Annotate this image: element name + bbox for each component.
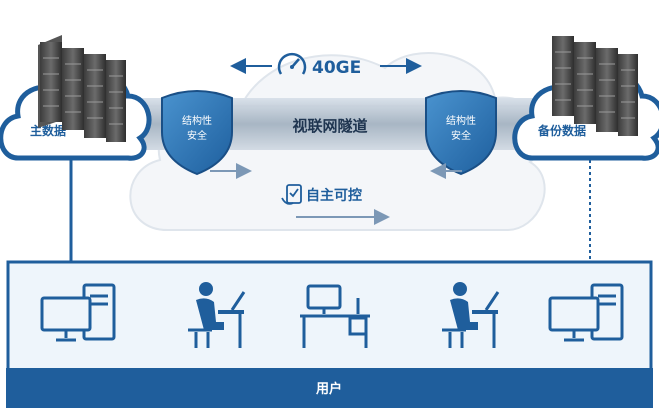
desktop-computer-icon xyxy=(548,283,624,342)
backup-data-label: 备份数据 xyxy=(537,123,586,138)
workstation-desk-icon xyxy=(300,284,370,348)
left-shield-line2: 安全 xyxy=(187,129,207,142)
person-at-laptop-icon xyxy=(188,282,246,348)
server-rack-icon xyxy=(38,35,126,142)
desktop-computer-icon xyxy=(40,283,116,342)
control-indicator: 自主可控 xyxy=(281,184,362,205)
users-label: 用户 xyxy=(315,381,342,397)
flow-arrows xyxy=(210,163,462,225)
right-shield-line1: 结构性 xyxy=(446,114,476,127)
right-security-shield: 结构性 安全 xyxy=(425,90,497,176)
bandwidth-label: 40GE xyxy=(312,58,361,78)
left-shield-line1: 结构性 xyxy=(182,114,212,127)
checklist-icon xyxy=(281,184,302,205)
speedometer-icon xyxy=(277,52,307,75)
tunnel-label: 视联网隧道 xyxy=(292,117,367,135)
right-shield-line2: 安全 xyxy=(451,129,471,142)
main-data-label: 主数据 xyxy=(30,123,66,138)
control-label: 自主可控 xyxy=(306,187,362,204)
bandwidth-indicator: 40GE xyxy=(230,52,422,78)
left-security-shield: 结构性 安全 xyxy=(161,90,233,176)
server-rack-icon xyxy=(552,36,638,136)
person-at-laptop-icon xyxy=(442,282,500,348)
